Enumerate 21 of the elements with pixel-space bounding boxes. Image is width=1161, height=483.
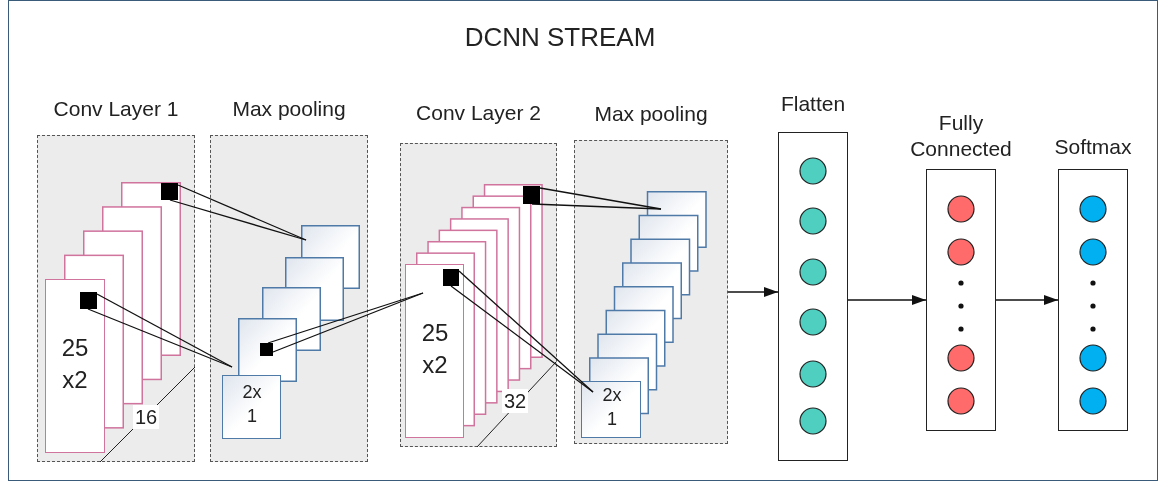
size-label: 25 x2 (60, 333, 90, 396)
dimension-label: 32 (502, 389, 529, 413)
layer-title: Conv Layer 2 (416, 99, 541, 126)
dimension-label: 16 (133, 405, 160, 429)
arrow (995, 295, 1059, 305)
size-label: 2x 1 (241, 381, 263, 429)
layer-title: Max pooling (594, 100, 708, 127)
feature-map (45, 279, 105, 453)
arrow (727, 287, 779, 297)
size-label: 2x 1 (601, 384, 623, 432)
size-label: 25 x2 (420, 318, 450, 381)
layer-title: Fully Connected (909, 109, 1013, 162)
feature-map (405, 264, 464, 438)
arrow (847, 295, 927, 305)
layer-title: Max pooling (232, 95, 346, 122)
diagram-title: DCNN STREAM (464, 22, 656, 53)
layer-title: Softmax (1054, 133, 1132, 160)
feature-map (581, 381, 641, 438)
layer-title: Conv Layer 1 (53, 95, 179, 122)
feature-map (222, 375, 281, 439)
layer-title: Flatten (780, 90, 846, 117)
